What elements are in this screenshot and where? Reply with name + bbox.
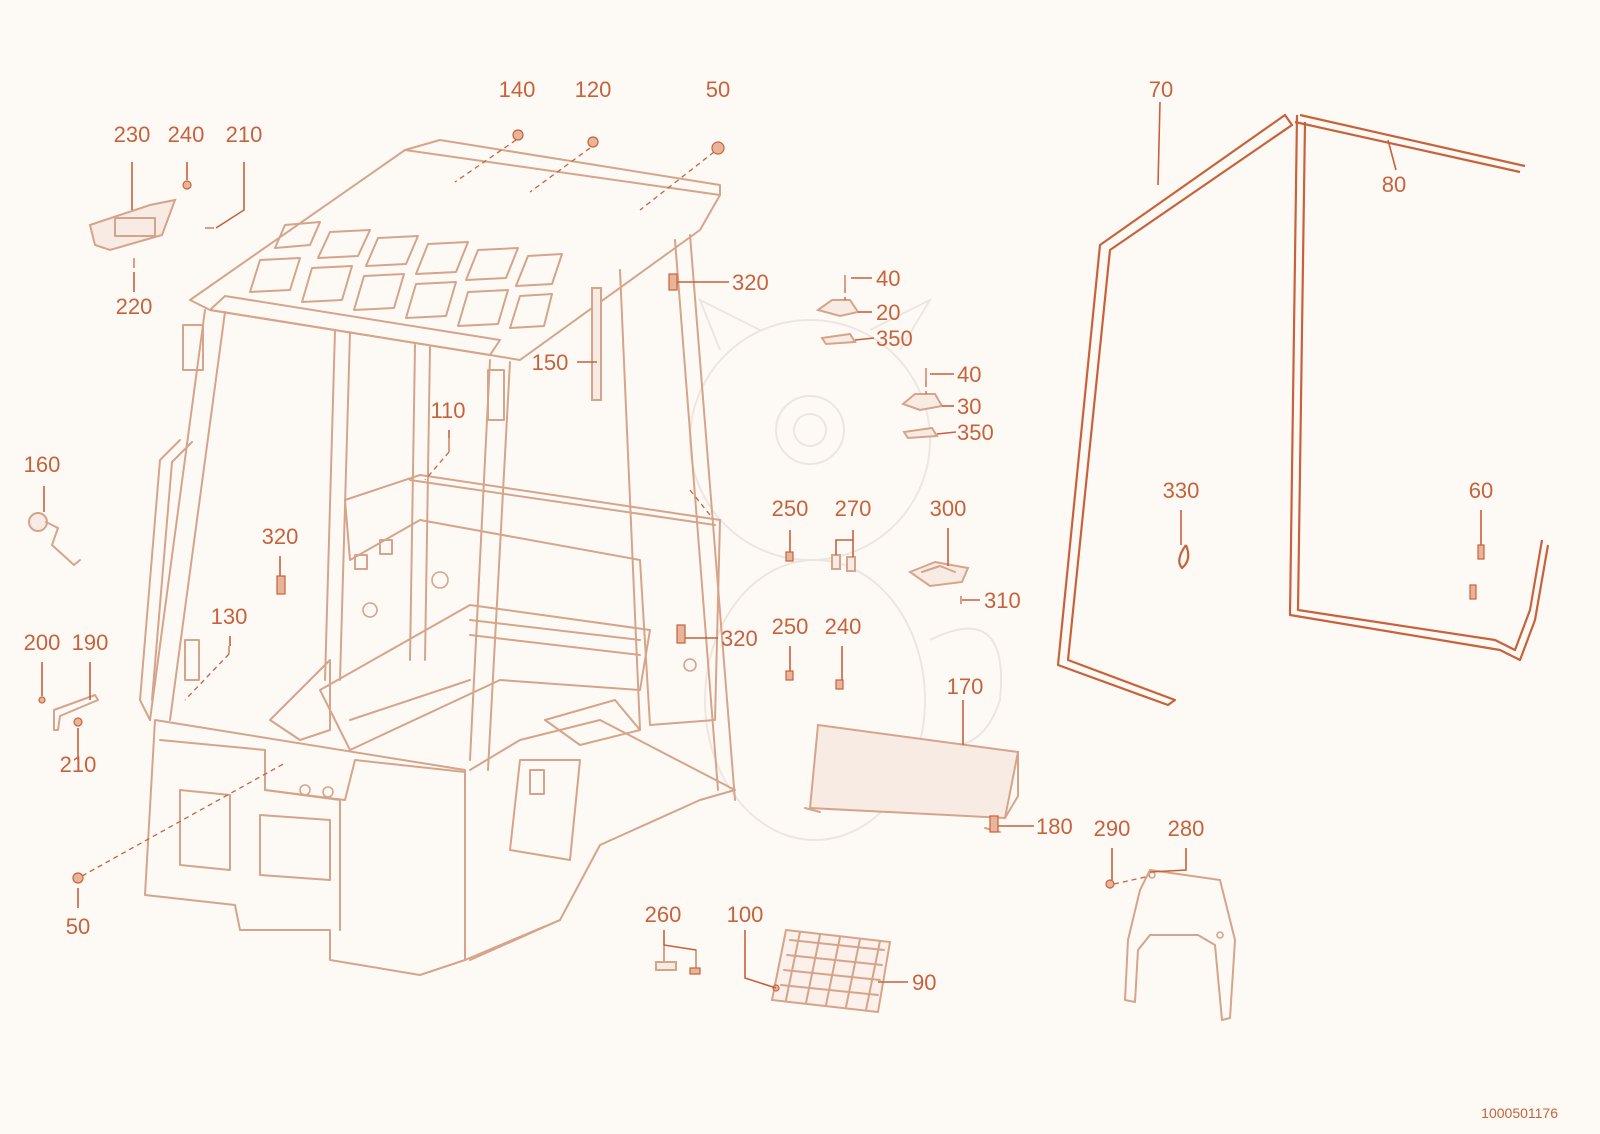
part-320-bolt [676,624,686,644]
part-120-fastener [587,136,599,148]
part-230-cover [88,198,177,252]
callout-210: 210 [226,122,263,147]
part-250-nut [785,551,794,562]
callout-20: 20 [876,300,900,325]
callout-230: 230 [114,122,151,147]
callout-70: 70 [1149,77,1173,102]
part-20-clamp [815,299,860,318]
callout-130: 130 [211,604,248,629]
callout-320-top: 320 [732,270,769,295]
part-50-nut-bottom [72,872,84,884]
callout-100: 100 [727,902,764,927]
part-320-bolt [276,575,286,595]
part-240-nut [835,679,844,690]
part-190-bracket [38,694,99,731]
callout-140: 140 [499,77,536,102]
part-80-glass-seal [1288,113,1550,662]
callout-260: 260 [645,902,682,927]
part-90-net [770,928,892,1014]
callout-30: 30 [957,394,981,419]
callout-320-left: 320 [262,524,299,549]
callout-240: 240 [168,122,205,147]
part-350-pad [902,426,939,440]
callout-330: 330 [1163,478,1200,503]
part-290-fastener [1105,879,1115,889]
drawing-number: 1000501176 [1481,1105,1558,1121]
callout-110: 110 [430,398,465,423]
callout-160: 160 [24,452,61,477]
callout-40-b: 40 [957,362,981,387]
part-180-bolt [989,815,999,833]
part-260-hinge [655,944,701,975]
part-270-clip [846,556,856,572]
part-240-nut [182,180,192,190]
part-50-nut-top [711,141,725,155]
part-350-pad [820,332,857,346]
part-140-fastener [512,129,524,141]
callout-270: 270 [835,496,872,521]
callout-190: 190 [72,630,109,655]
callout-300: 300 [930,496,967,521]
callout-240-b: 240 [825,614,862,639]
part-270-clip [831,554,841,570]
callout-250-b: 250 [772,614,809,639]
part-320-bolt [668,273,678,291]
leader-lines [41,101,1482,989]
callout-210-lower: 210 [60,752,97,777]
callout-350-a: 350 [876,326,913,351]
callout-50-bottom: 50 [66,914,90,939]
callout-180: 180 [1036,814,1073,839]
part-250-nut [785,670,794,681]
callout-290: 290 [1094,816,1131,841]
cab-frame [139,139,736,976]
part-150-strip [591,287,602,401]
callout-120: 120 [575,77,612,102]
callout-310: 310 [984,588,1021,613]
callout-80: 80 [1382,172,1406,197]
callout-320-mid: 320 [721,626,758,651]
callout-labels: 230 240 210 220 140 120 50 160 200 190 2… [24,77,1494,995]
callout-280: 280 [1168,816,1205,841]
part-300-handle [907,560,970,588]
callout-220: 220 [116,294,153,319]
callout-40-a: 40 [876,266,900,291]
part-330-clip [1178,544,1190,570]
callout-50-top: 50 [706,77,730,102]
part-60-fitting [1469,544,1485,600]
callout-150: 150 [532,350,569,375]
part-280-panel [1124,869,1236,1021]
part-160-latch [28,512,81,566]
part-30-clamp [901,393,944,412]
callout-60: 60 [1469,478,1493,503]
roof-openings [249,221,563,329]
callout-200: 200 [24,630,61,655]
part-170-cover [804,723,1020,833]
callout-250-a: 250 [772,496,809,521]
callout-170: 170 [947,674,984,699]
callout-350-b: 350 [957,420,994,445]
watermark-mascot [689,297,1003,841]
part-70-glass-seal [1056,113,1294,707]
callout-90: 90 [912,970,936,995]
